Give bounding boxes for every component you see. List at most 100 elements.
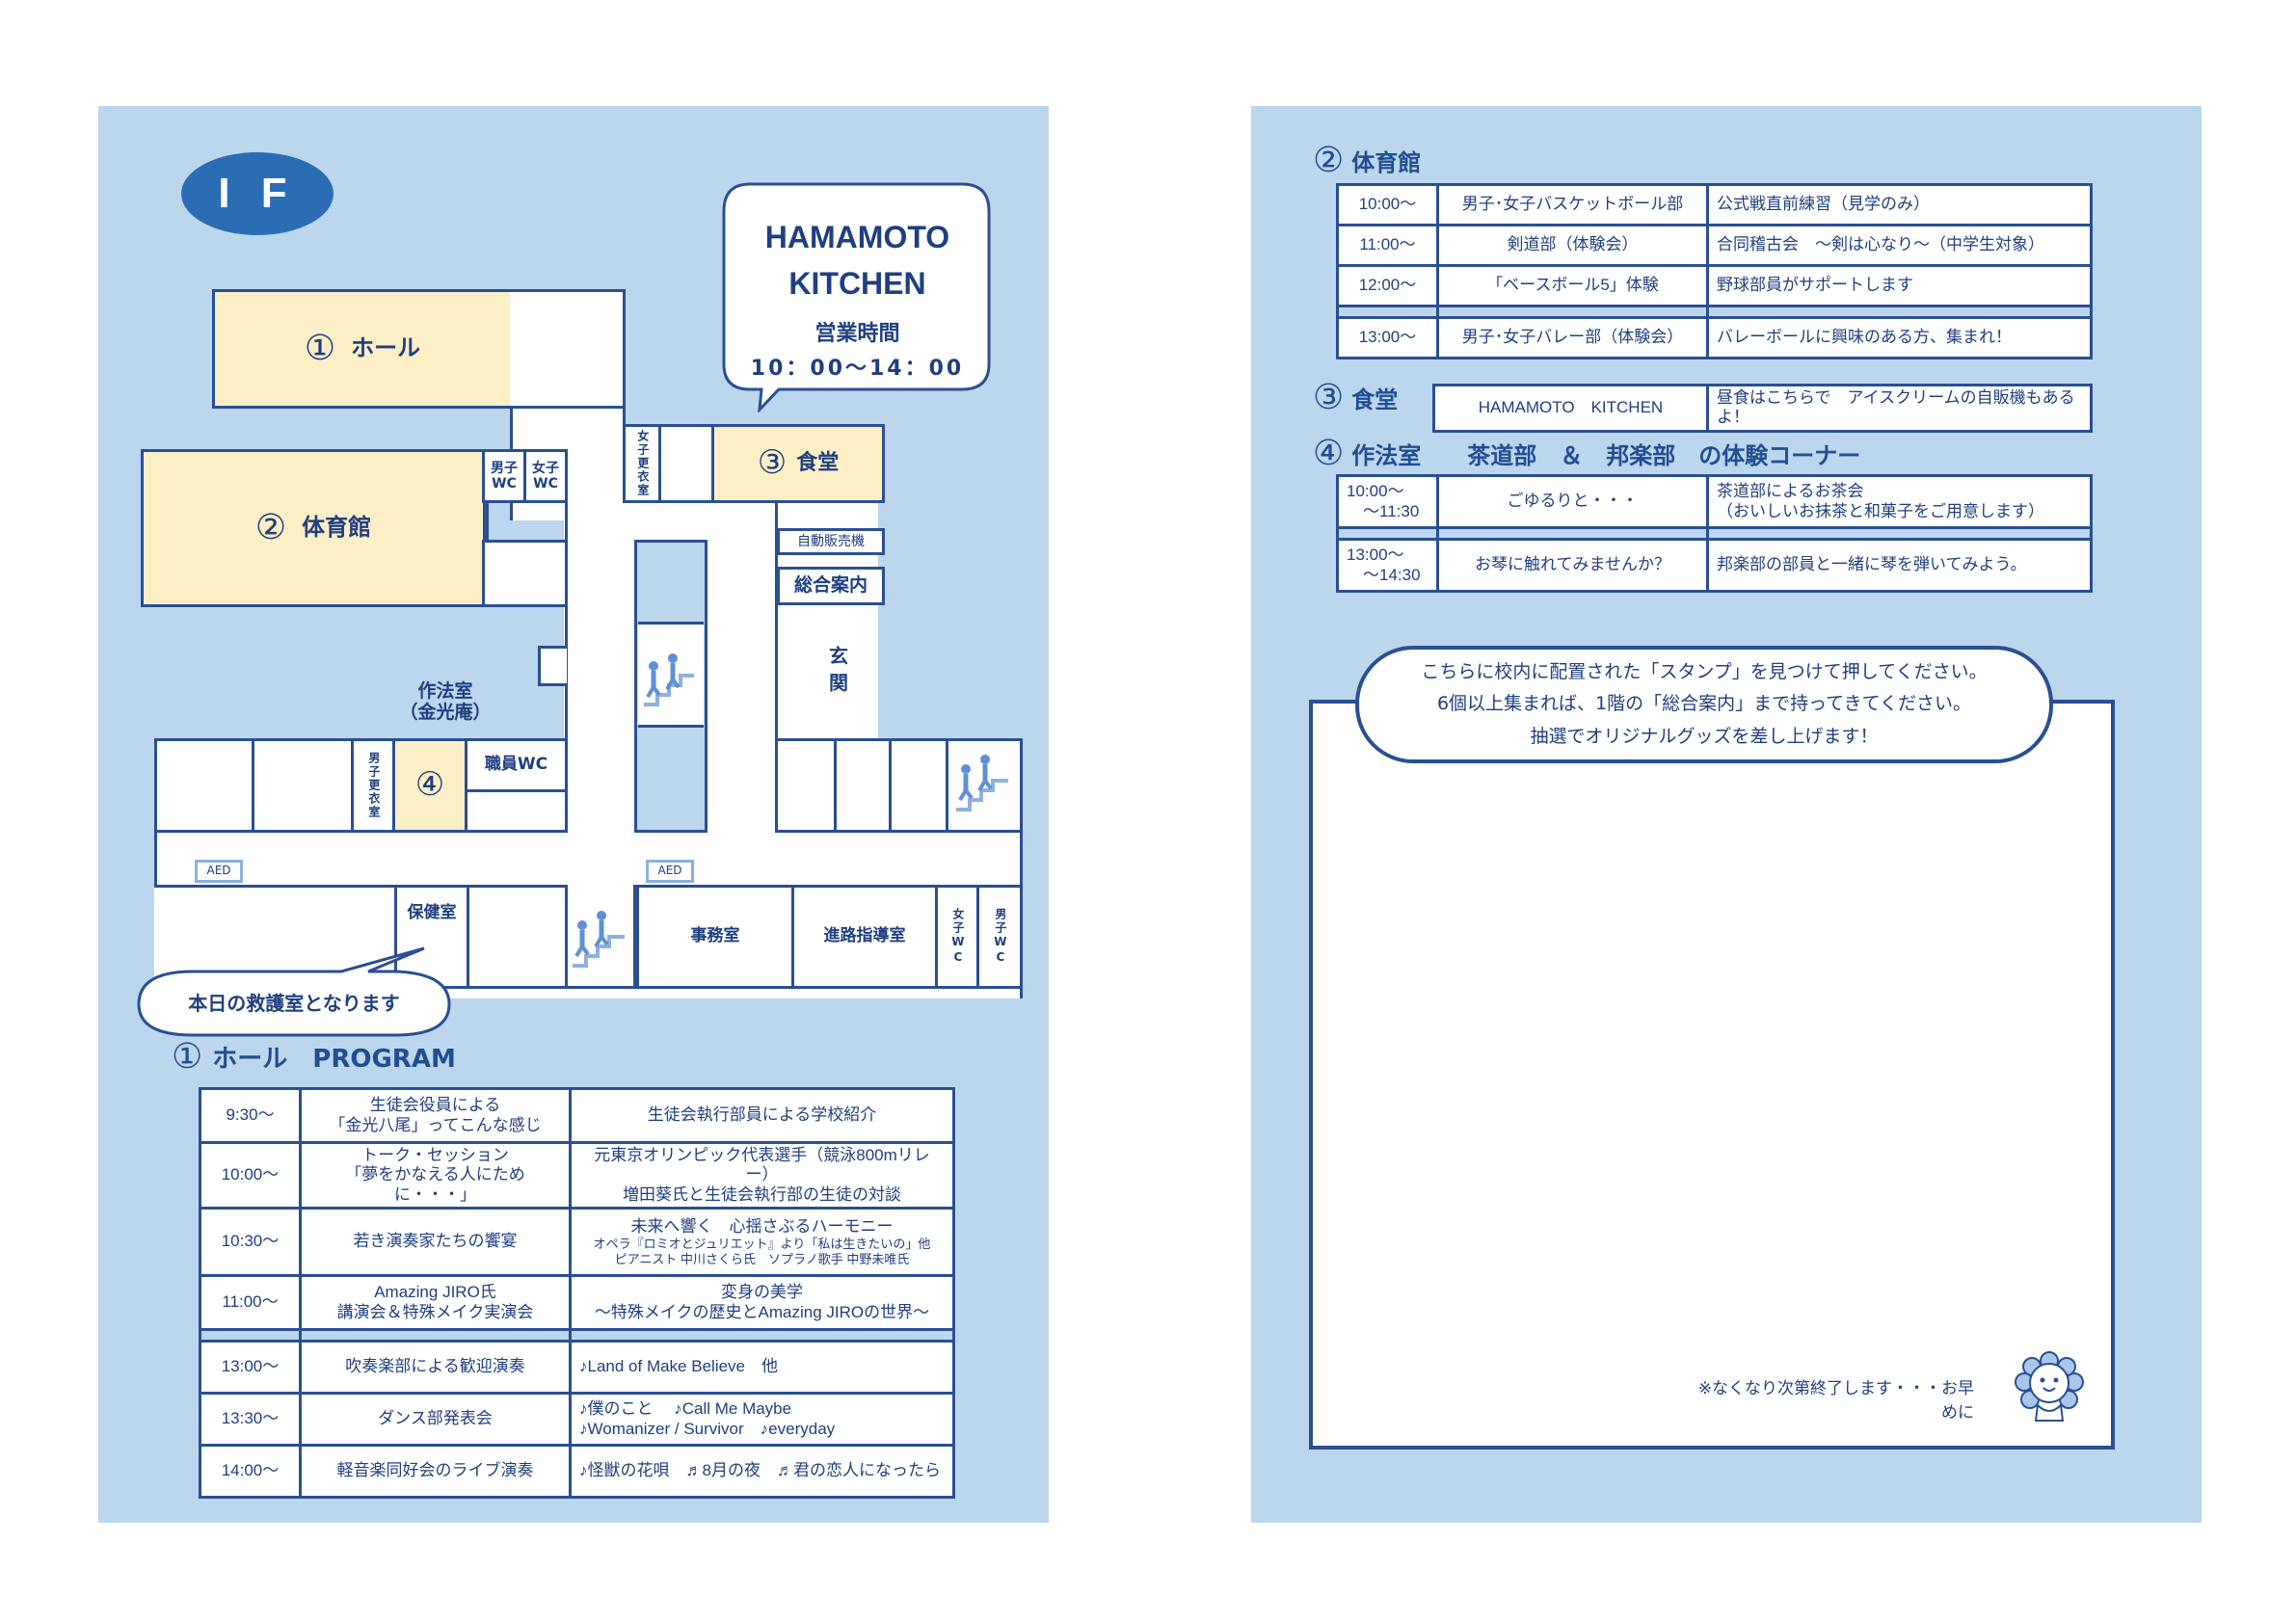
event-cell: ごゆるりと・・・: [1436, 474, 1709, 529]
event-cell: お琴に触れてみませんか？: [1436, 538, 1709, 593]
time-cell: 11:00～: [1336, 224, 1439, 267]
time-cell: 10:00～: [1336, 183, 1439, 226]
room-hall: [212, 289, 513, 409]
room-s3: [467, 885, 568, 989]
detail-cell: 茶道部によるお茶会 （おいしいお抹茶と和菓子をご用意します）: [1706, 474, 2093, 529]
time-cell: 11:00～: [199, 1274, 302, 1332]
room-staff-wc: [465, 738, 568, 792]
cafeteria-name: 食堂: [796, 451, 840, 476]
hall-annex: [510, 289, 626, 409]
table-gap: [1336, 305, 2093, 319]
stairs-icon: [644, 653, 694, 706]
hall-number: ①: [304, 329, 336, 369]
info-desk: [777, 567, 885, 605]
table-row: 10:00～ ～11:30 ごゆるりと・・・ 茶道部によるお茶会 （おいしいお抹…: [1336, 474, 2093, 529]
female-locker-label: 女子更衣室: [635, 430, 650, 497]
mascot-icon: [2015, 1351, 2084, 1422]
event-cell: ダンス部発表会: [299, 1392, 572, 1448]
stamp-line-1: こちらに校内に配置された「スタンプ」を見つけて押してください。: [1421, 661, 1988, 683]
wall: [486, 501, 489, 540]
career-label: 進路指導室: [823, 926, 906, 946]
room-office: [636, 885, 794, 989]
hall-name: ホール: [351, 334, 421, 362]
wall: [775, 503, 778, 750]
room-career: [791, 885, 938, 989]
aed-tag-center: AED: [646, 860, 694, 883]
detail-cell: バレーボールに興味のある方、集まれ！: [1706, 316, 2093, 359]
time-cell: 10:00～: [199, 1140, 302, 1211]
room-male-wc-south: [976, 885, 1023, 989]
stamp-line-2: 6個以上集まれば、1階の「総合案内」まで持ってきてください。: [1436, 693, 1972, 715]
detail-cell: 合同稽古会 ～剣は心なり～（中学生対象）: [1706, 224, 2093, 267]
stamp-line-3: 抽選でオリジナルグッズを差し上げます！: [1530, 725, 1879, 747]
event-cell: Amazing JIRO氏 講演会＆特殊メイク実演会: [299, 1274, 572, 1332]
time-cell: 10:00～ ～11:30: [1336, 474, 1439, 529]
male-wc-south-label: 男子WC: [993, 908, 1007, 966]
kitchen-info: HAMAMOTO KITCHEN 営業時間 10：00～14：00: [725, 214, 990, 382]
event-cell: 吹奏楽部による歓迎演奏: [299, 1340, 572, 1396]
room-w2: [252, 738, 354, 833]
kitchen-hours-label: 営業時間: [814, 322, 900, 346]
cafeteria-label: ③ 食堂: [711, 424, 885, 503]
table-row: HAMAMOTO KITCHEN 昼食はこちらで アイスクリームの自販機もあるよ…: [1432, 384, 2093, 433]
floor-map-page: I F HAMAMOTO KITCHEN 営業時間 10：00～14：00 ① …: [98, 106, 1049, 1523]
floor-badge-label: I F: [218, 170, 297, 217]
male-wc-label: 男子WC: [491, 460, 518, 492]
event-cell: トーク・セッション 「夢をかなえる人にために・・・」: [299, 1140, 572, 1211]
stairs-icon-east: [956, 755, 1008, 812]
vending-area: [777, 528, 885, 555]
hall-label: ① ホール: [212, 289, 513, 409]
time-cell: 13:30～: [199, 1392, 302, 1448]
event-cell: 男子･女子バレー部（体験会）: [1436, 316, 1709, 359]
female-wc-label: 女子WC: [532, 460, 559, 492]
gym-program-heading: ② 体育館: [1313, 141, 1421, 180]
wall-notch: [538, 646, 567, 686]
detail-line: 未来へ響く 心揺さぶるハーモニー: [630, 1216, 894, 1236]
stairs-icon-south: [573, 911, 625, 968]
table-gap: [199, 1328, 955, 1344]
kitchen-name: HAMAMOTO KITCHEN: [764, 220, 950, 301]
cafeteria-number: ③: [757, 443, 788, 483]
event-cell: 若き演奏家たちの饗宴: [299, 1207, 572, 1278]
tea-program-number: ④: [1313, 434, 1345, 473]
cafeteria-table: HAMAMOTO KITCHEN 昼食はこちらで アイスクリームの自販機もあるよ…: [1432, 384, 2093, 433]
detail-cell: 元東京オリンピック代表選手（競泳800mリレー） 増田葵氏と生徒会執行部の生徒の…: [569, 1140, 955, 1211]
tea-program-title: 作法室 茶道部 ＆ 邦楽部 の体験コーナー: [1351, 442, 1861, 469]
cafeteria-section-number: ③: [1313, 378, 1345, 417]
time-cell: 13:00～ ～14:30: [1336, 538, 1439, 593]
time-cell: 10:30～: [199, 1207, 302, 1278]
gym-program-number: ②: [1313, 141, 1345, 180]
table-row: 9:30～ 生徒会役員による 「金光八尾」ってこんな感じ 生徒会執行部員による学…: [199, 1087, 955, 1144]
gym-number: ②: [254, 508, 287, 548]
event-cell: 「ベースボール5」体験: [1436, 264, 1709, 307]
time-cell: 13:00～: [199, 1340, 302, 1396]
nurse-label: 保健室: [407, 903, 457, 923]
room-gym-side: [482, 540, 568, 607]
detail-cell: ♪怪獣の花唄 ♬8月の夜 ♬君の恋人になったら: [569, 1444, 955, 1500]
room-blank-a: [658, 424, 714, 503]
time-cell: 13:00～: [1336, 316, 1439, 359]
room-e2: [834, 738, 892, 833]
stamp-note: ※なくなり次第終了します・・・お早めに: [1697, 1379, 1974, 1423]
floor-badge: I F: [181, 152, 334, 235]
office-label: 事務室: [690, 926, 740, 946]
table-row: 13:00～ 男子･女子バレー部（体験会） バレーボールに興味のある方、集まれ！: [1336, 316, 2093, 359]
hall-program-table: 9:30～ 生徒会役員による 「金光八尾」ってこんな感じ 生徒会執行部員による学…: [199, 1087, 955, 1500]
gym-program-table: 10:00～ 男子･女子バスケットボール部 公式戦直前練習（見学のみ） 11:0…: [1336, 183, 2093, 359]
room-gym: [141, 449, 486, 607]
detail-cell: ♪僕のこと ♪Call Me Maybe ♪Womanizer / Surviv…: [569, 1392, 955, 1448]
stamp-area[interactable]: [1309, 700, 2115, 1450]
room-w1: [154, 738, 254, 833]
kitchen-bubble: [722, 182, 991, 412]
vending-label: 自動販売機: [797, 533, 865, 549]
male-locker-label: 男子更衣室: [366, 752, 381, 819]
table-row: 13:30～ ダンス部発表会 ♪僕のこと ♪Call Me Maybe ♪Wom…: [199, 1392, 955, 1448]
event-cell: 剣道部（体験会）: [1436, 224, 1709, 267]
room-female-wc-gym: [523, 449, 568, 503]
table-row: 11:00～ 剣道部（体験会） 合同稽古会 ～剣は心なり～（中学生対象）: [1336, 224, 2093, 267]
kitchen-hours: 10：00～14：00: [750, 357, 965, 381]
first-aid-note: 本日の救護室となります: [188, 991, 400, 1015]
stamp-instructions: こちらに校内に配置された「スタンプ」を見つけて押してください。 6個以上集まれば…: [1355, 646, 2053, 763]
room-e3: [889, 738, 948, 833]
room-e1: [775, 738, 837, 833]
